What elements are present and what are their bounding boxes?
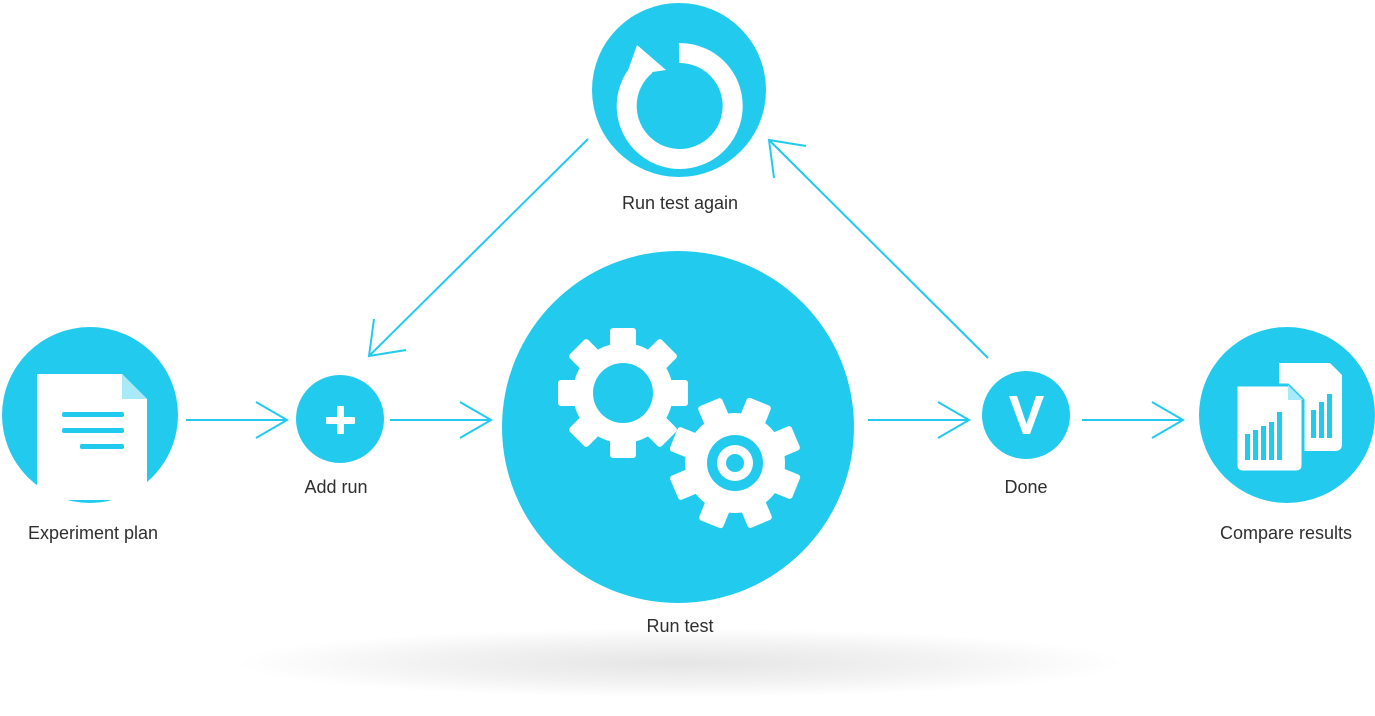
floor-shadow (230, 628, 1130, 698)
label-experiment-plan: Experiment plan (27, 523, 159, 543)
label-run-test-again: Run test again (621, 193, 739, 213)
bar-chart-documents-icon (1234, 363, 1342, 474)
front-document (1234, 383, 1305, 474)
gears-icon (558, 328, 801, 529)
edge-run-test-to-done (868, 401, 971, 439)
edge-run-again-to-add-run (367, 138, 589, 358)
node-run-test (502, 251, 854, 603)
edge-plan-to-add-run (186, 401, 289, 439)
node-compare-results (1199, 327, 1375, 503)
node-done (982, 371, 1070, 459)
plus-icon (326, 406, 355, 434)
document-icon (37, 374, 147, 500)
label-add-run: Add run (304, 477, 368, 497)
node-run-test-again (592, 3, 766, 177)
node-add-run (296, 375, 384, 463)
refresh-icon (616, 42, 743, 169)
small-gear (669, 397, 801, 529)
edge-done-to-compare (1082, 401, 1185, 439)
label-run-test: Run test (646, 616, 714, 636)
checkmark-icon (1009, 396, 1044, 434)
label-done: Done (1004, 477, 1048, 497)
large-gear (558, 328, 688, 458)
node-experiment-plan (2, 327, 178, 503)
edge-done-to-run-again (767, 138, 989, 359)
edge-add-run-to-run-test (390, 401, 493, 439)
label-compare-results: Compare results (1219, 523, 1353, 543)
